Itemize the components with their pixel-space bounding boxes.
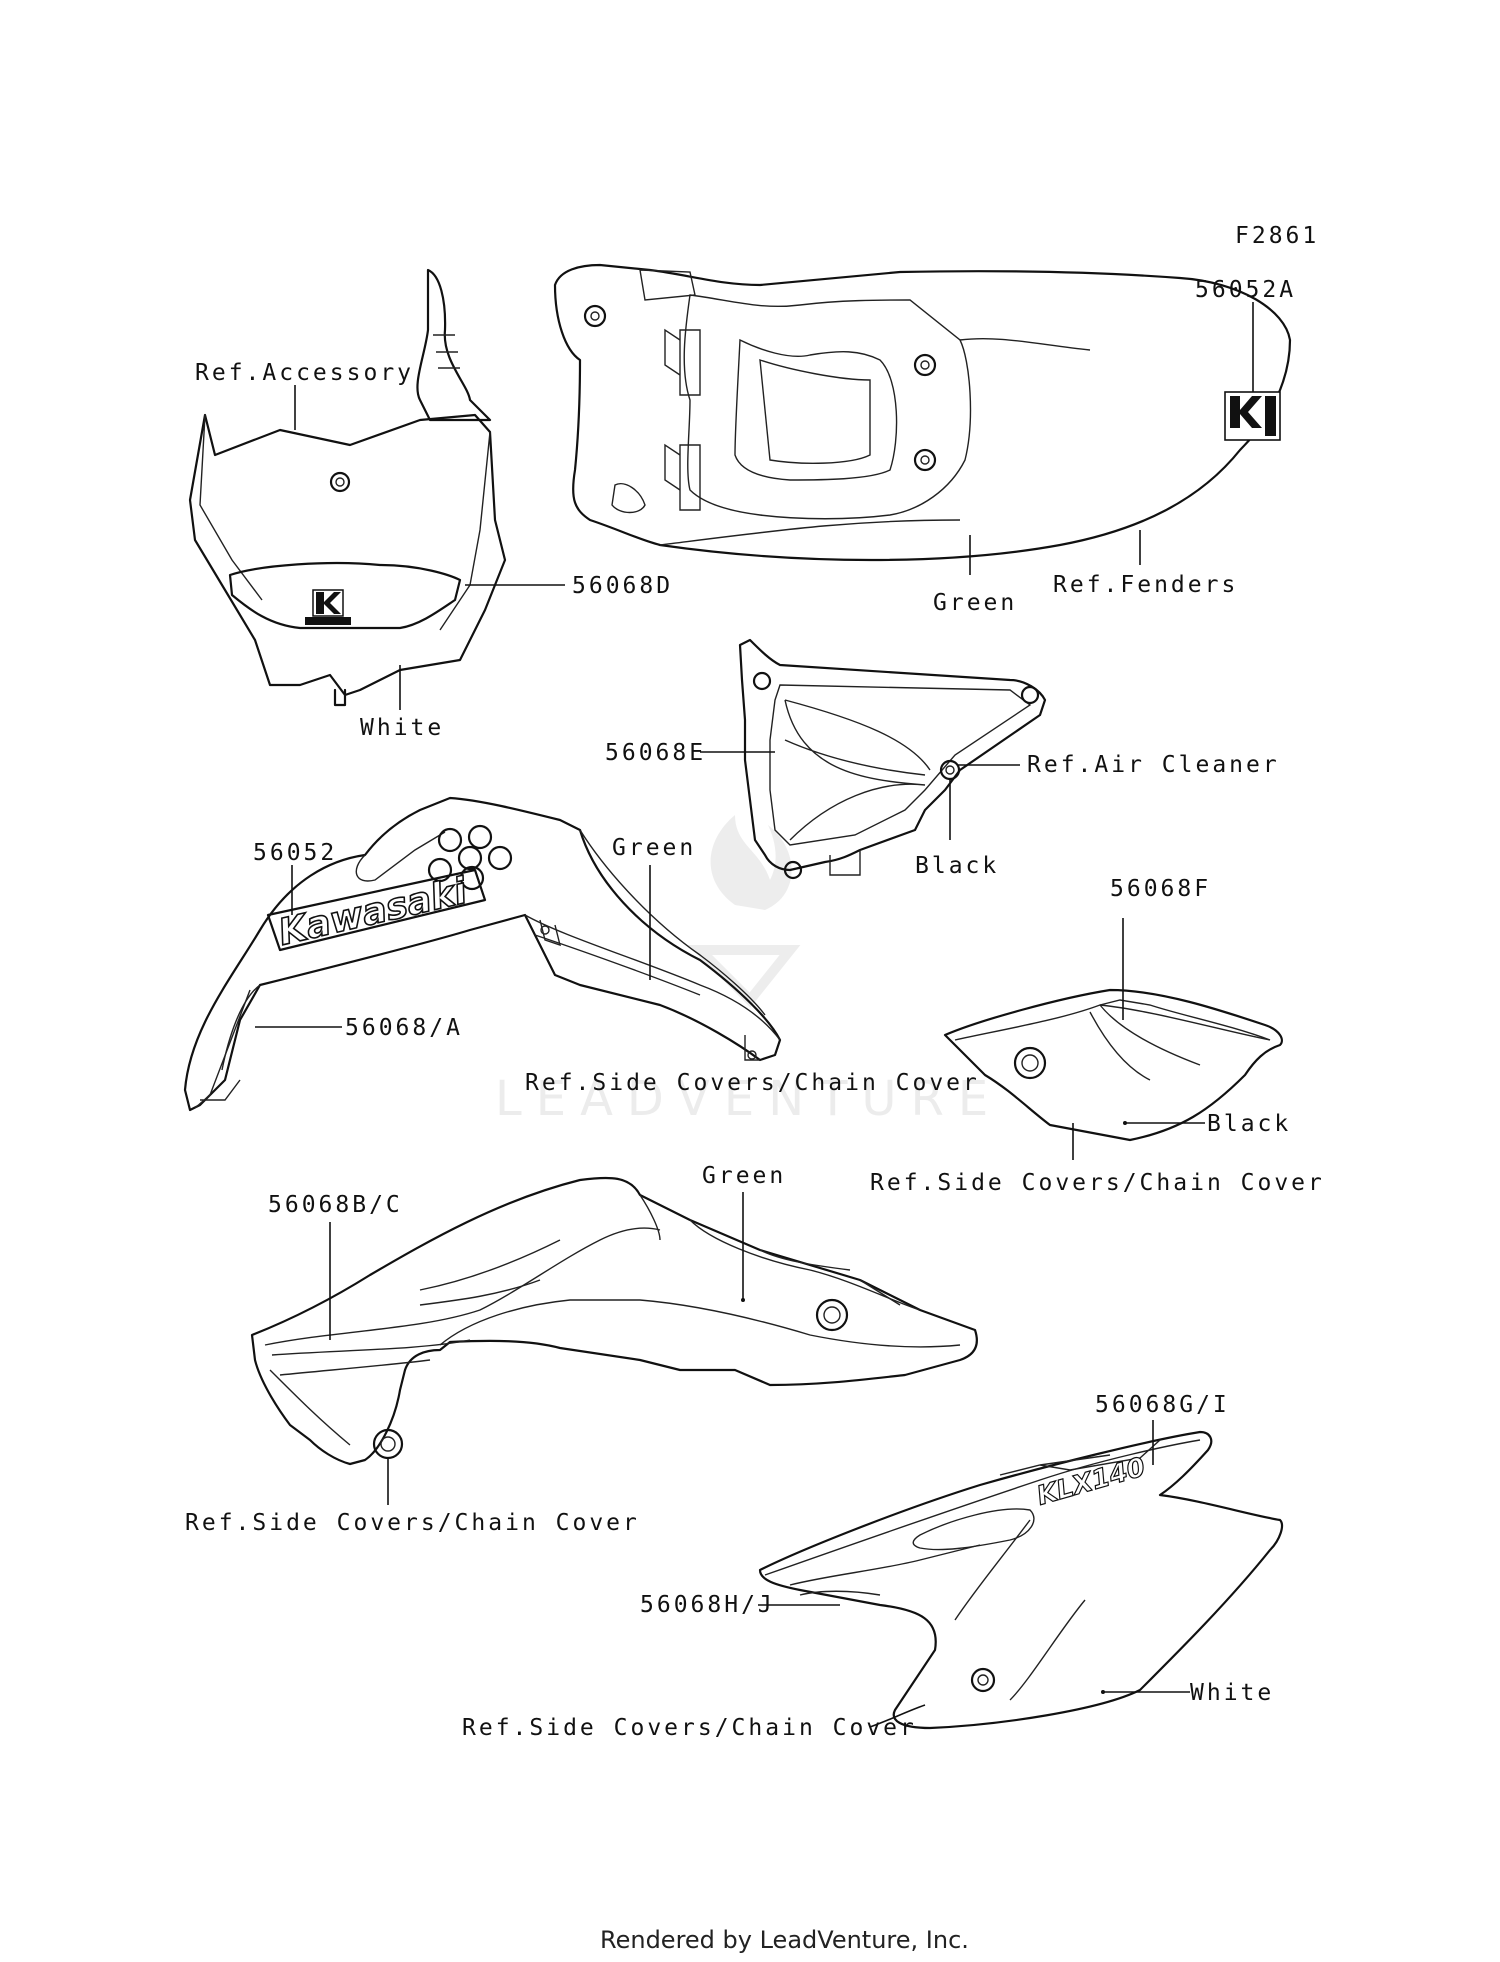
front-number-plate <box>188 268 565 710</box>
air-cleaner-cover <box>700 638 1047 880</box>
label-ref-air-cleaner: Ref.Air Cleaner <box>1027 752 1280 778</box>
kawasaki-k-logo-icon <box>305 589 351 625</box>
label-56052A: 56052A <box>1195 277 1296 303</box>
radiator-shroud <box>250 1176 978 1505</box>
label-56068F: 56068F <box>1110 876 1211 902</box>
label-ref-side-covers-1: Ref.Side Covers/Chain Cover <box>525 1070 980 1096</box>
label-green-shroud: Green <box>612 835 696 861</box>
shroud-vent-holes <box>427 824 513 891</box>
footer-credit: Rendered by LeadVenture, Inc. <box>600 1926 969 1954</box>
side-cover-upper <box>943 918 1283 1160</box>
rear-fender <box>553 263 1292 575</box>
label-ref-side-covers-2: Ref.Side Covers/Chain Cover <box>870 1170 1325 1196</box>
klx140-decal: KLX140 <box>1033 1452 1149 1513</box>
flame-logo-icon <box>687 815 801 1008</box>
label-black-air-cleaner: Black <box>915 853 999 879</box>
label-green-fender: Green <box>933 590 1017 616</box>
label-56068A: 56068/A <box>345 1015 463 1041</box>
label-56068E: 56068E <box>605 740 706 766</box>
label-56052: 56052 <box>253 840 337 866</box>
label-white-lower: White <box>1190 1680 1274 1706</box>
label-56068D: 56068D <box>572 573 673 599</box>
watermark-text: LEADVENTURE <box>495 1071 1002 1127</box>
figure-code: F2861 <box>1235 223 1319 249</box>
label-56068BC: 56068B/C <box>268 1192 403 1218</box>
klx-decal-text: KLX140 <box>1034 1452 1149 1511</box>
label-black-side-cover: Black <box>1207 1111 1291 1137</box>
label-green-radiator: Green <box>702 1163 786 1189</box>
label-ref-fenders: Ref.Fenders <box>1053 572 1238 598</box>
fender-kawasaki-decal <box>1224 391 1281 441</box>
label-ref-accessory: Ref.Accessory <box>195 360 414 386</box>
label-56068HJ: 56068H/J <box>640 1592 775 1618</box>
label-ref-side-covers-4: Ref.Side Covers/Chain Cover <box>462 1715 917 1741</box>
label-white-plate: White <box>360 715 444 741</box>
label-ref-side-covers-3: Ref.Side Covers/Chain Cover <box>185 1510 640 1536</box>
kawasaki-decal-text: Kawasaki <box>275 871 472 954</box>
label-56068GI: 56068G/I <box>1095 1392 1230 1418</box>
